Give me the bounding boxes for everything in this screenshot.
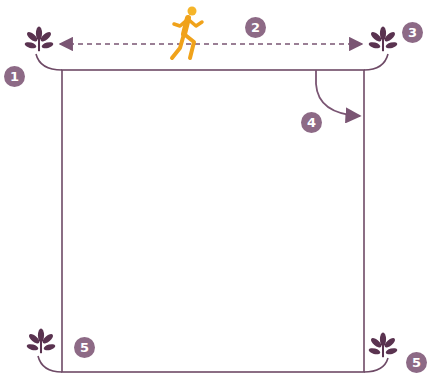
callout-badge: 4 xyxy=(301,112,322,133)
runner-leg xyxy=(184,34,194,58)
callout-number: 1 xyxy=(10,70,19,83)
callout-badge: 3 xyxy=(402,22,423,43)
plant-symbol xyxy=(26,329,56,354)
runner-head xyxy=(188,7,197,16)
callout-number: 5 xyxy=(412,356,421,369)
callout-badge: 5 xyxy=(74,337,95,358)
callout-number: 2 xyxy=(251,21,260,34)
plant-symbol xyxy=(368,27,398,52)
turn-arrow xyxy=(316,70,360,116)
callout-badge: 2 xyxy=(245,17,266,38)
corner-curve xyxy=(364,54,388,70)
plant-symbol xyxy=(368,333,398,358)
runner-icon xyxy=(172,7,202,59)
square-outline xyxy=(62,70,364,372)
runner-arm xyxy=(174,19,188,26)
runner-arm xyxy=(189,20,202,26)
callout-badge: 5 xyxy=(406,352,427,373)
corner-curve xyxy=(38,356,62,372)
corner-curve xyxy=(36,54,62,70)
dashed-arrow xyxy=(60,43,362,45)
callout-badge: 1 xyxy=(4,66,25,87)
callout-number: 4 xyxy=(307,116,316,129)
callout-number: 3 xyxy=(408,26,417,39)
corner-curve xyxy=(364,358,388,372)
plant-symbol xyxy=(24,27,54,52)
callout-number: 5 xyxy=(80,341,89,354)
runner-leg xyxy=(172,34,184,58)
